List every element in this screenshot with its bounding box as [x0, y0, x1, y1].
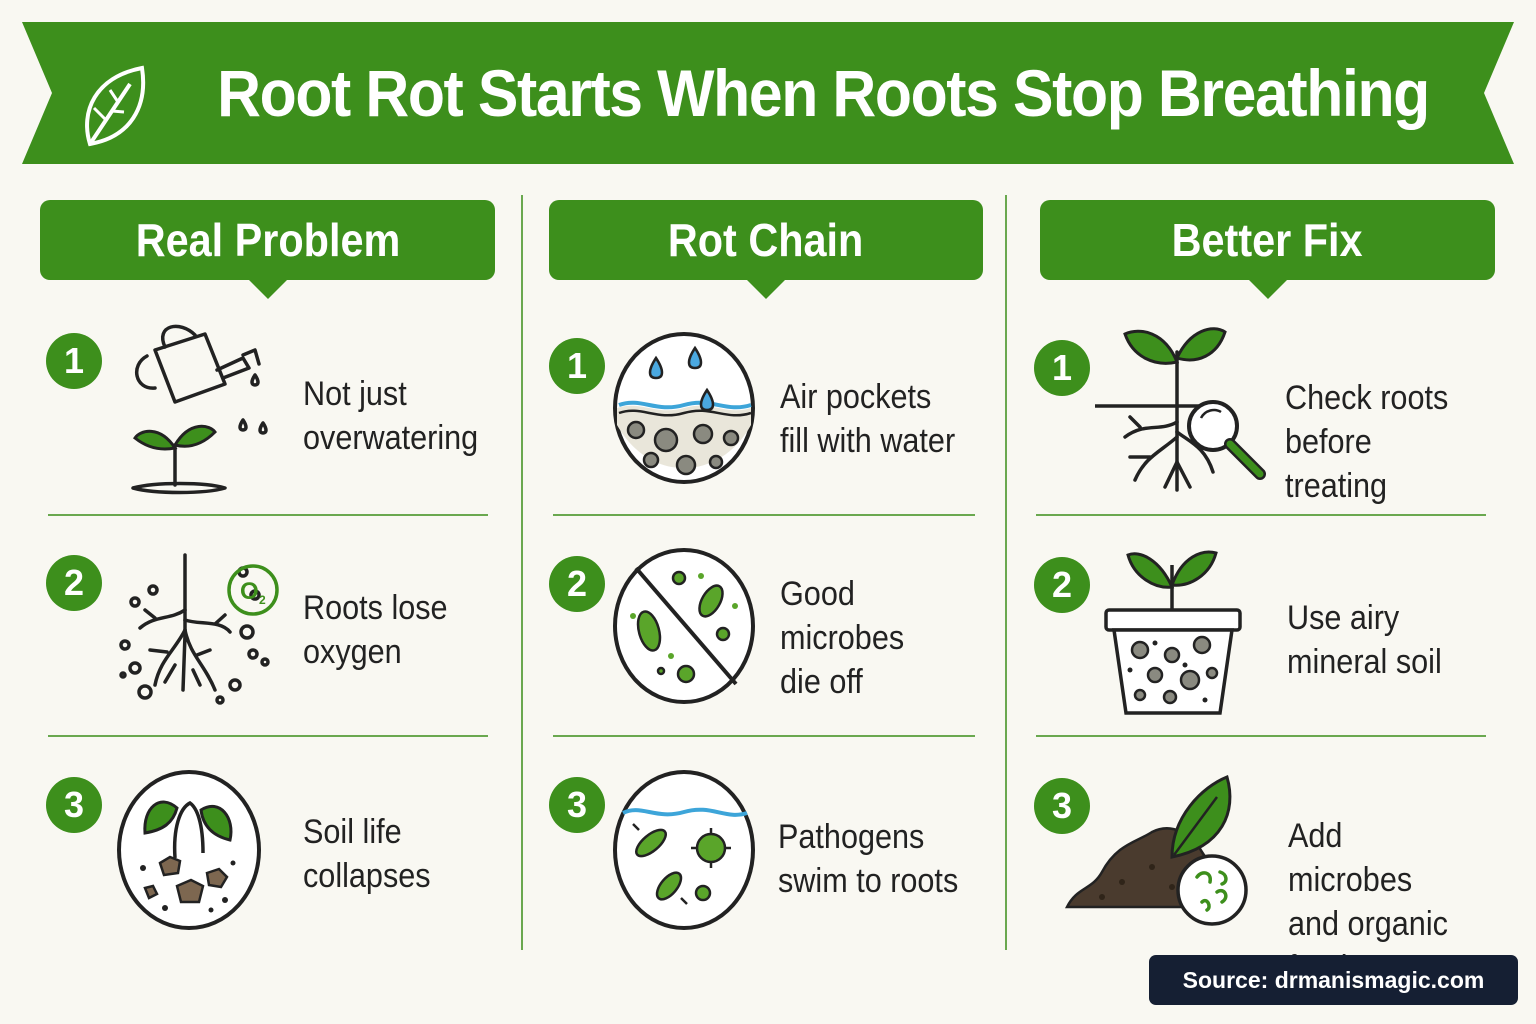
step-number: 2 — [1034, 557, 1090, 613]
column-header: Rot Chain — [549, 200, 983, 299]
column-divider — [521, 195, 523, 950]
column-rot-chain: Rot Chain 1 Air pockets fill with water … — [549, 200, 983, 960]
row-separator — [553, 514, 975, 516]
waterlogged-soil-icon — [613, 332, 755, 484]
wilted-sprout-soil-icon — [117, 770, 261, 930]
column-header: Real Problem — [40, 200, 495, 299]
svg-text:2: 2 — [259, 593, 266, 607]
step-label: Soil life collapses — [303, 813, 431, 895]
roots-magnifier-icon — [1095, 327, 1266, 492]
roots-oxygen-icon: O 2 — [119, 553, 279, 705]
step-label: Not just overwatering — [303, 375, 479, 457]
step-label: Use airy mineral soil — [1287, 599, 1442, 681]
step-number: 1 — [1034, 340, 1090, 396]
pathogens-icon — [613, 770, 755, 930]
step-number: 2 — [46, 555, 102, 611]
compost-microbes-icon — [1064, 774, 1248, 926]
title-banner: Root Rot Starts When Roots Stop Breathin… — [22, 22, 1514, 164]
banner-ribbon — [22, 22, 1514, 164]
leaf-icon — [85, 65, 146, 147]
source-badge: Source: drmanismagic.com — [1149, 955, 1518, 1005]
page-title: Root Rot Starts When Roots Stop Breathin… — [217, 56, 1430, 130]
step-number: 1 — [46, 333, 102, 389]
watering-can-seedling-icon — [131, 324, 268, 495]
row-separator — [48, 514, 488, 516]
step-label: Air pockets fill with water — [780, 378, 956, 460]
step-label: Check roots before treating — [1285, 379, 1449, 505]
no-microbes-icon — [613, 548, 755, 704]
column-real-problem: Real Problem 1 Not just overwatering 2 — [40, 200, 495, 960]
step-number: 3 — [549, 777, 605, 833]
step-number: 2 — [549, 556, 605, 612]
step-number: 3 — [46, 777, 102, 833]
step-label: Good microbes die off — [780, 575, 905, 701]
column-header: Better Fix — [1040, 200, 1495, 299]
step-number: 3 — [1034, 778, 1090, 834]
step-number: 1 — [549, 338, 605, 394]
row-separator — [1036, 514, 1486, 516]
row-separator — [553, 735, 975, 737]
svg-text:O: O — [240, 578, 259, 605]
column-better-fix: Better Fix 1 Check roots before treating… — [1034, 200, 1495, 987]
step-label: Roots lose oxygen — [303, 589, 448, 671]
row-separator — [48, 735, 488, 737]
step-label: Pathogens swim to roots — [778, 818, 959, 900]
pot-mineral-soil-icon — [1104, 550, 1242, 715]
row-separator — [1036, 735, 1486, 737]
column-divider — [1005, 195, 1007, 950]
